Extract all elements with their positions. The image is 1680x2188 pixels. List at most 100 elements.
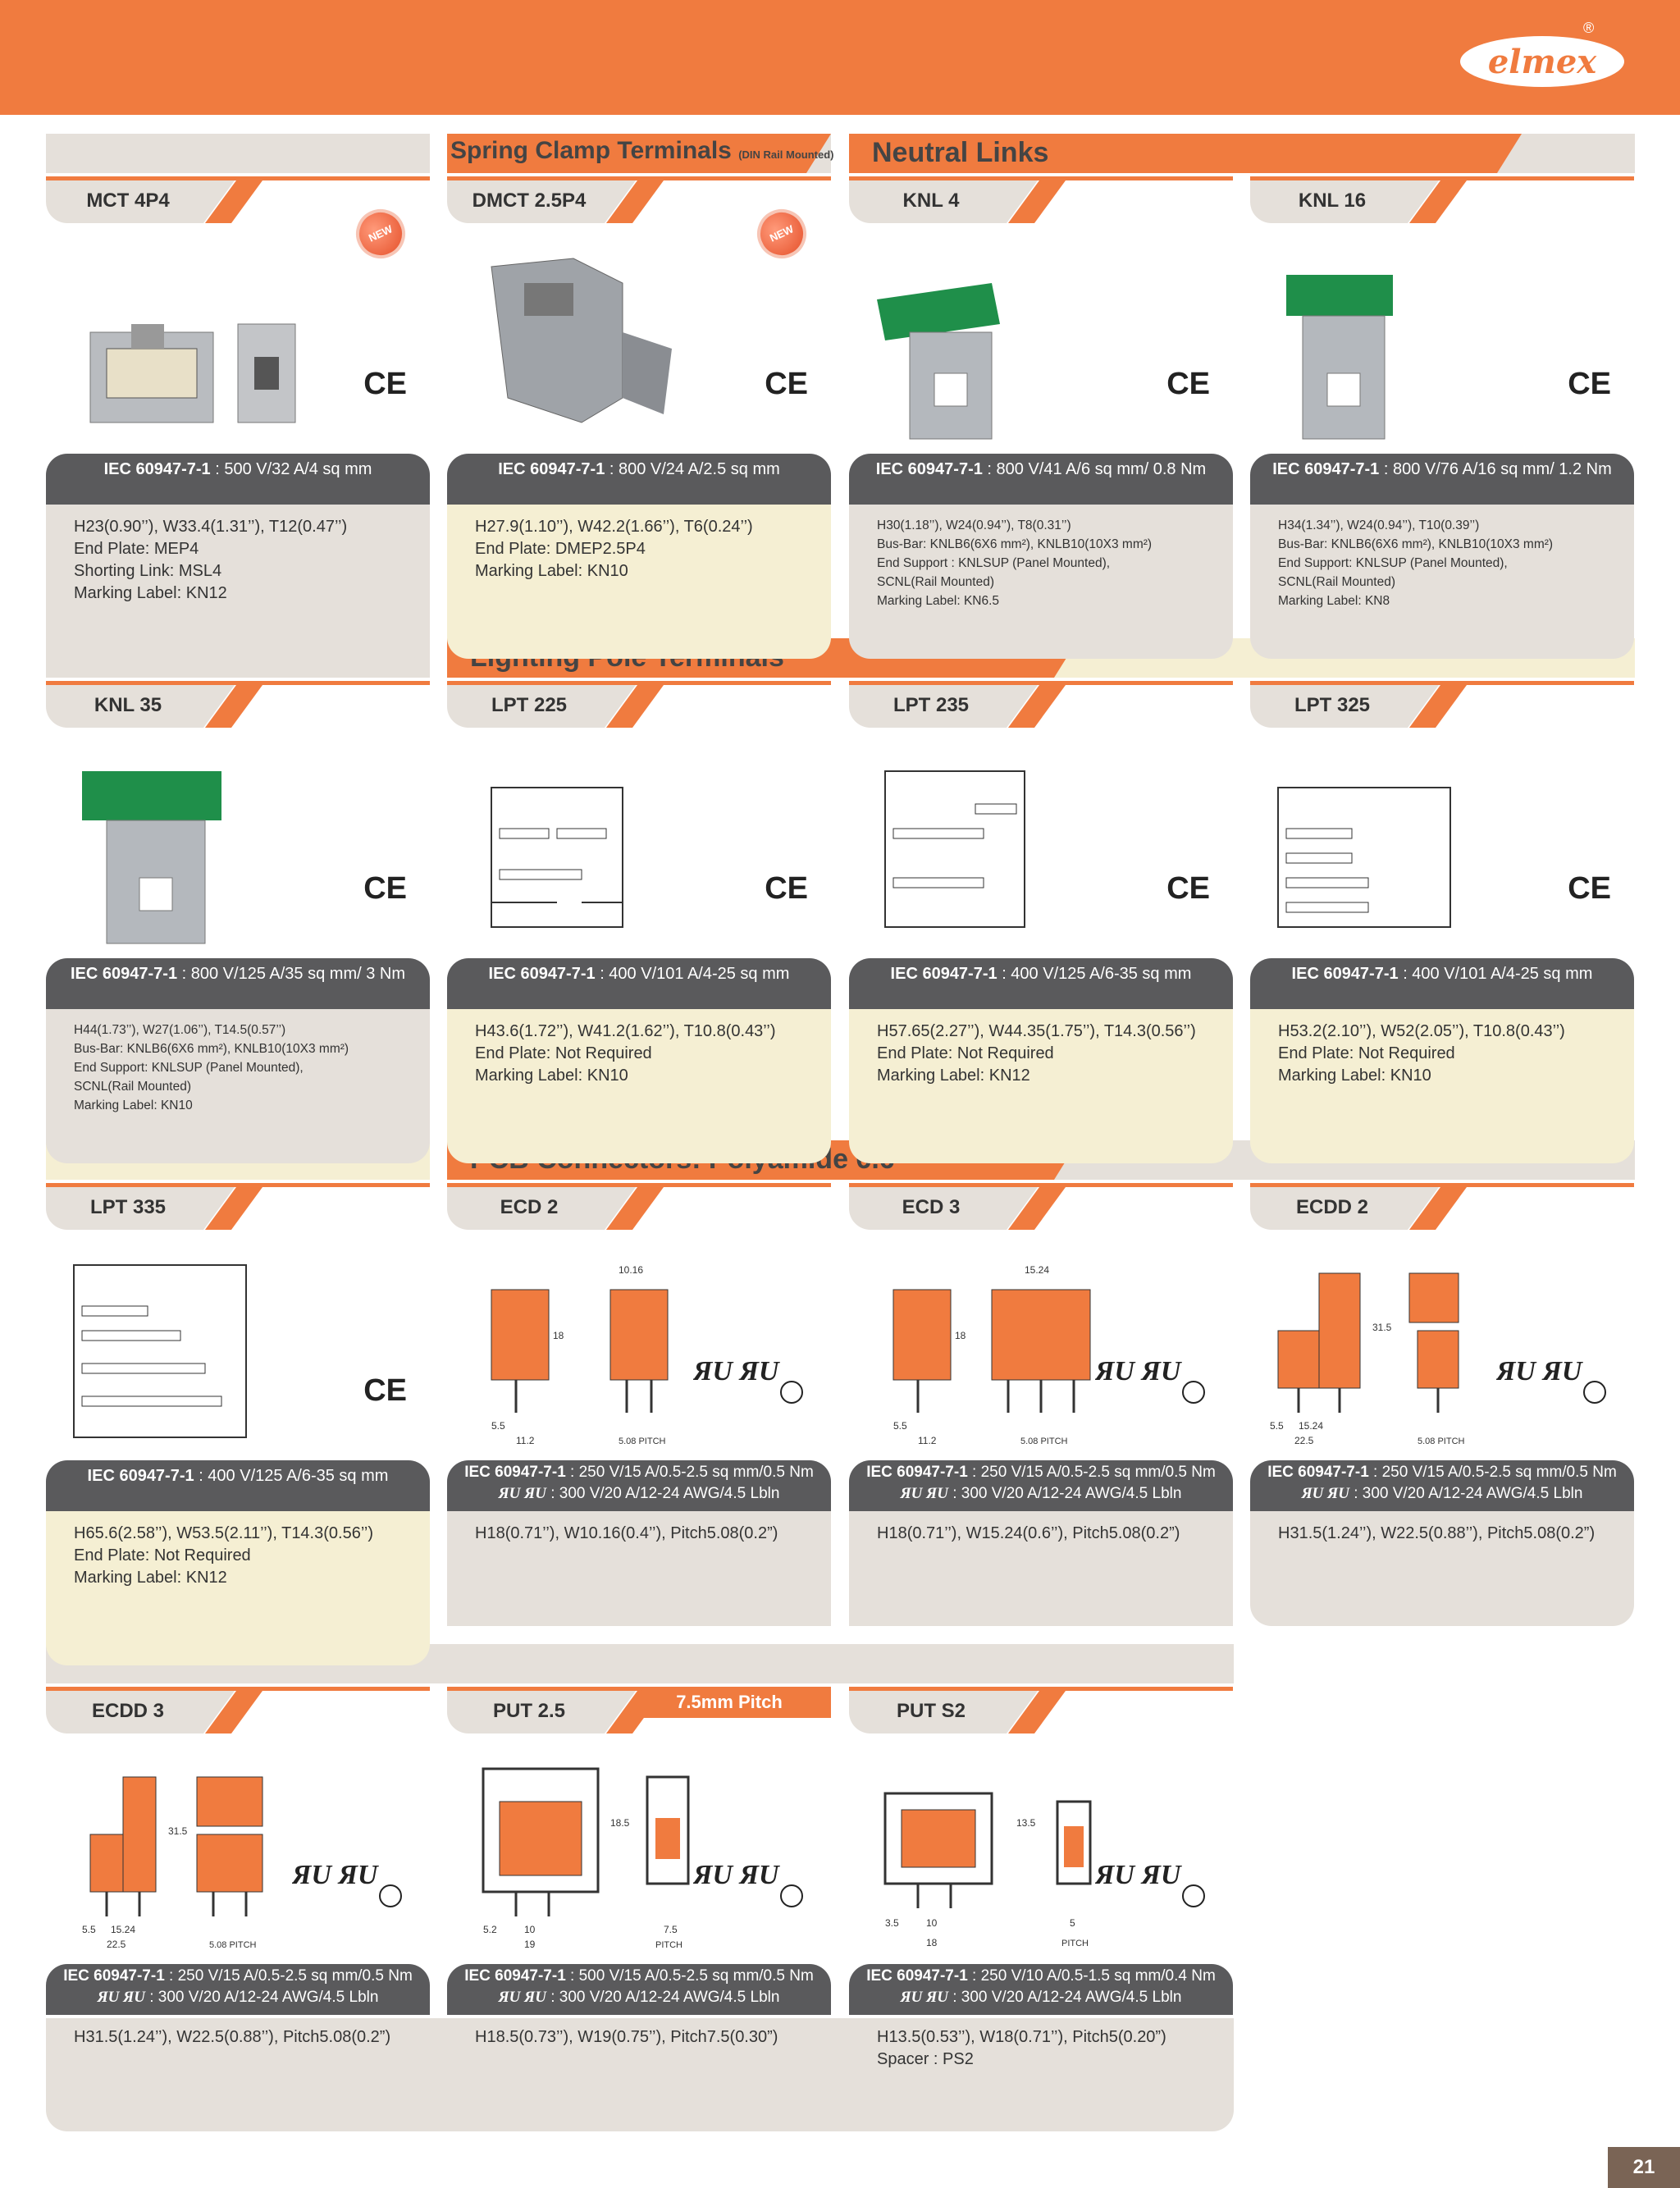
ul-csa-mark: ЯU ЯU xyxy=(292,1860,402,1907)
product-name: ECDD 2 xyxy=(1295,1196,1369,1218)
ce-mark: CE xyxy=(765,367,808,401)
svg-text:31.5: 31.5 xyxy=(1372,1322,1392,1333)
connector-drawing: 10.16 18 5.5 11.2 5.08 PITCH xyxy=(491,1264,669,1446)
svg-text:ЯU ЯU: ЯU ЯU xyxy=(292,1860,380,1890)
band-spring-clamp: Spring Clamp Terminals (DIN Rail Mounted… xyxy=(447,134,833,173)
svg-text:18: 18 xyxy=(955,1330,966,1341)
band-neutral-links: Neutral Links xyxy=(849,134,1635,173)
page-number: 21 xyxy=(1608,2147,1680,2188)
ul-csa-mark: ЯU ЯU xyxy=(1496,1356,1606,1404)
svg-text:ЯU ЯU: ЯU ЯU xyxy=(693,1356,781,1386)
product-card-ecdd-3: ECDD 3 31.5 5.5 15.24 22.5 5.08 PITCH ЯU… xyxy=(46,1687,430,2130)
spec-bar: IEC 60947-7-1 : 500 V/32 A/4 sq mm xyxy=(46,454,430,505)
svg-text:ЯU ЯU: ЯU ЯU xyxy=(693,1860,781,1890)
svg-text:11.2: 11.2 xyxy=(516,1435,535,1446)
ce-mark: CE xyxy=(363,367,407,401)
product-details: H53.2(2.10’’), W52(2.05’’), T10.8(0.43’’… xyxy=(1250,1009,1634,1163)
product-name: ECD 3 xyxy=(902,1196,961,1218)
product-details: H30(1.18’’), W24(0.94’’), T8(0.31’’)Bus-… xyxy=(849,505,1233,659)
spec-bar: IEC 60947-7-1 : 400 V/125 A/6-35 sq mm xyxy=(46,1460,430,1511)
svg-text:5.2: 5.2 xyxy=(483,1924,497,1935)
product-card-knl-16: KNL 16 CE IEC 60947-7-1 : 800 V/76 A/16 … xyxy=(1250,176,1634,659)
spec-bar: IEC 60947-7-1 : 800 V/24 A/2.5 sq mm xyxy=(447,454,831,505)
ce-mark: CE xyxy=(1166,367,1210,401)
product-name: LPT 325 xyxy=(1294,694,1371,716)
header-bar xyxy=(0,0,1680,115)
product-details: H57.65(2.27’’), W44.35(1.75’’), T14.3(0.… xyxy=(849,1009,1233,1163)
svg-text:5.5: 5.5 xyxy=(82,1924,96,1935)
product-name: KNL 16 xyxy=(1298,190,1367,212)
product-details: H18.5(0.73’’), W19(0.75’’), Pitch7.5(0.3… xyxy=(475,2028,778,2046)
product-name: LPT 235 xyxy=(892,694,970,716)
spec-bar: IEC 60947-7-1 : 250 V/15 A/0.5-2.5 sq mm… xyxy=(1250,1460,1634,1511)
pitch-tag: 7.5mm Pitch xyxy=(628,1687,831,1718)
svg-text:11.2: 11.2 xyxy=(918,1435,937,1446)
connector-drawing: 15.24 18 5.5 11.2 5.08 PITCH xyxy=(892,1264,1091,1446)
terminal-image xyxy=(89,323,296,423)
neutral-link-image xyxy=(82,771,221,944)
spec-bar: IEC 60947-7-1 : 400 V/125 A/6-35 sq mm xyxy=(849,958,1233,1009)
ce-mark: CE xyxy=(1568,871,1611,906)
terminal-image xyxy=(491,258,672,423)
ce-mark: CE xyxy=(1166,871,1210,906)
svg-text:5.08 PITCH: 5.08 PITCH xyxy=(209,1940,257,1950)
bottom-panel xyxy=(46,2018,1234,2131)
ce-mark: CE xyxy=(363,1373,407,1408)
product-name: LPT 225 xyxy=(491,694,568,716)
band-blank-1 xyxy=(46,134,430,173)
svg-text:ЯU ЯU: ЯU ЯU xyxy=(1496,1356,1584,1386)
product-card-put-s2: PUT S2 13.5 3.5 10 18 5 PITCH ЯU ЯU IEC … xyxy=(849,1687,1233,2130)
svg-text:10: 10 xyxy=(926,1917,938,1929)
terminal-drawing xyxy=(1277,787,1451,928)
product-card-lpt-235: LPT 235 CE IEC 60947-7-1 : 400 V/125 A/6… xyxy=(849,681,1233,1163)
connector-drawing: 31.5 5.5 15.24 22.5 5.08 PITCH xyxy=(82,1776,263,1950)
product-details: H44(1.73’’), W27(1.06’’), T14.5(0.57’’)B… xyxy=(46,1009,430,1163)
svg-text:19: 19 xyxy=(524,1939,536,1950)
product-name: LPT 335 xyxy=(89,1196,167,1218)
connector-drawing: 13.5 3.5 10 18 5 PITCH xyxy=(883,1792,1092,1948)
svg-text:15.24: 15.24 xyxy=(1299,1420,1323,1432)
product-details: H23(0.90’’), W33.4(1.31’’), T12(0.47’’)E… xyxy=(46,505,430,659)
ul-csa-mark: ЯU ЯU xyxy=(1095,1356,1205,1404)
product-name: MCT 4P4 xyxy=(86,190,170,212)
ce-mark: CE xyxy=(765,871,808,906)
svg-text:5.08 PITCH: 5.08 PITCH xyxy=(619,1437,666,1446)
product-name: KNL 4 xyxy=(902,190,960,212)
svg-text:10.16: 10.16 xyxy=(619,1264,643,1276)
product-card-ecd-3: ECD 3 15.24 18 5.5 11.2 5.08 PITCH ЯU ЯU… xyxy=(849,1183,1233,1626)
product-name: PUT S2 xyxy=(896,1700,966,1722)
svg-text:5: 5 xyxy=(1070,1917,1075,1929)
svg-text:5.5: 5.5 xyxy=(1270,1420,1284,1432)
product-name: DMCT 2.5P4 xyxy=(472,190,587,212)
spec-bar: IEC 60947-7-1 : 800 V/125 A/35 sq mm/ 3 … xyxy=(46,958,430,1009)
product-name: ECD 2 xyxy=(500,1196,559,1218)
product-card-knl-4: KNL 4 CE IEC 60947-7-1 : 800 V/41 A/6 sq… xyxy=(849,176,1233,659)
svg-text:3.5: 3.5 xyxy=(885,1917,899,1929)
product-card-knl-35: KNL 35 CE IEC 60947-7-1 : 800 V/125 A/35… xyxy=(46,681,430,1163)
spec-bar: IEC 60947-7-1 : 500 V/15 A/0.5-2.5 sq mm… xyxy=(447,1964,831,2015)
svg-text:5.5: 5.5 xyxy=(491,1420,505,1432)
spec-bar: IEC 60947-7-1 : 800 V/76 A/16 sq mm/ 1.2… xyxy=(1250,454,1634,505)
product-card-mct-4p4: MCT 4P4 NEW CE IEC 60947-7-1 : 500 V/32 … xyxy=(46,176,430,659)
spec-bar: IEC 60947-7-1 : 400 V/101 A/4-25 sq mm xyxy=(447,958,831,1009)
product-card-lpt-225: LPT 225 CE IEC 60947-7-1 : 400 V/101 A/4… xyxy=(447,681,831,1163)
svg-text:PITCH: PITCH xyxy=(1061,1939,1089,1948)
svg-text:15.24: 15.24 xyxy=(111,1924,135,1935)
connector-drawing: 31.5 5.5 15.24 22.5 5.08 PITCH xyxy=(1270,1272,1465,1446)
product-details: H34(1.34’’), W24(0.94’’), T10(0.39’’)Bus… xyxy=(1250,505,1634,659)
product-details: H13.5(0.53’’), W18(0.71’’), Pitch5(0.20”… xyxy=(877,2028,1166,2068)
svg-text:18: 18 xyxy=(926,1937,938,1948)
svg-text:15.24: 15.24 xyxy=(1025,1264,1049,1276)
ce-mark: CE xyxy=(1568,367,1611,401)
spec-bar: IEC 60947-7-1 : 250 V/15 A/0.5-2.5 sq mm… xyxy=(447,1460,831,1511)
svg-text:5.5: 5.5 xyxy=(893,1420,907,1432)
svg-text:PITCH: PITCH xyxy=(655,1940,682,1950)
svg-text:22.5: 22.5 xyxy=(1294,1435,1314,1446)
terminal-drawing xyxy=(491,787,623,928)
svg-text:18.5: 18.5 xyxy=(610,1817,630,1829)
product-details: H31.5(1.24’’), W22.5(0.88’’), Pitch5.08(… xyxy=(1250,1511,1634,1626)
product-details: H31.5(1.24’’), W22.5(0.88’’), Pitch5.08(… xyxy=(74,2028,391,2046)
product-name: ECDD 3 xyxy=(91,1700,165,1722)
svg-text:5.08 PITCH: 5.08 PITCH xyxy=(1020,1437,1068,1446)
product-card-dmct-2-5p4: DMCT 2.5P4 NEW CE IEC 60947-7-1 : 800 V/… xyxy=(447,176,831,659)
